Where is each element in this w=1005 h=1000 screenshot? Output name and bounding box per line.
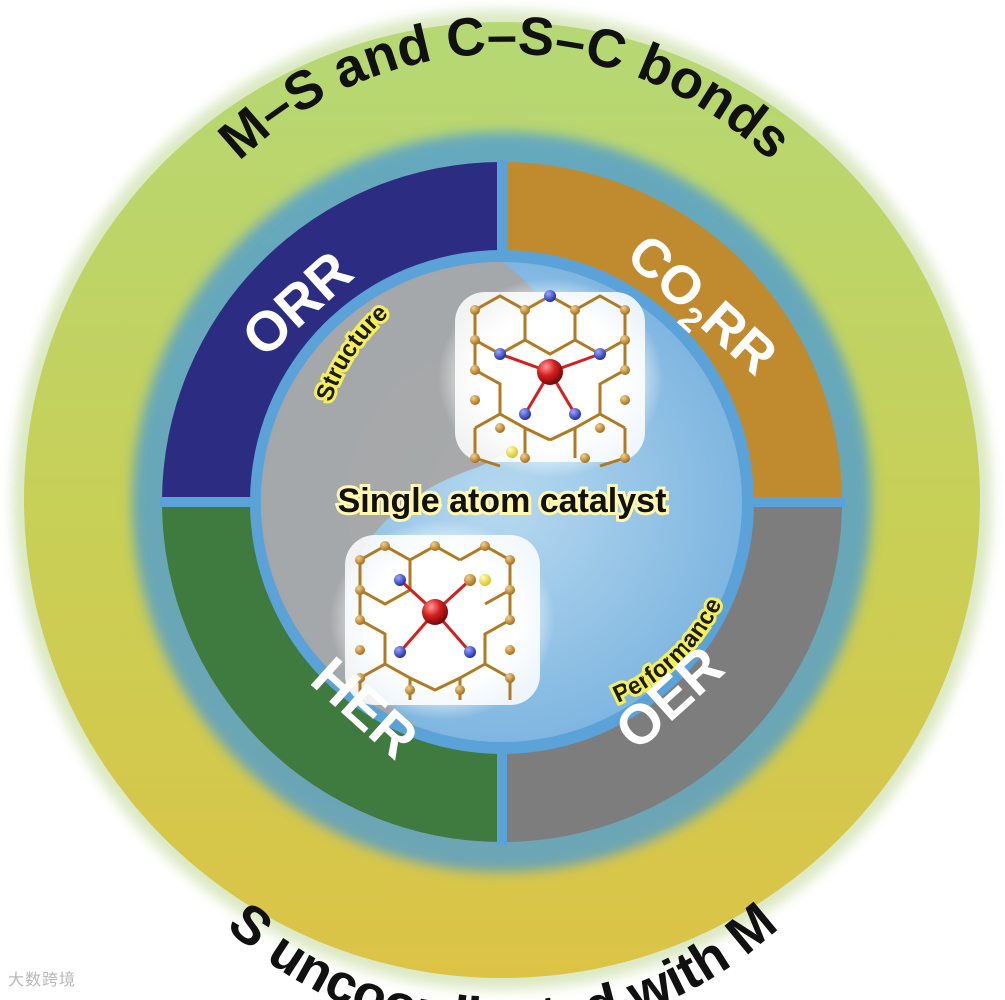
metal-atom-bottom	[422, 599, 448, 625]
top-molecule	[438, 278, 663, 478]
center-title: Single atom catalyst	[338, 482, 667, 520]
sulfur-atom-top	[506, 446, 518, 458]
bottom-molecule	[330, 520, 555, 720]
metal-atom-top	[537, 359, 563, 385]
watermark: 大数跨境	[8, 970, 77, 989]
sulfur-atom-bottom	[479, 574, 491, 586]
bottom-molecule-atoms	[355, 541, 515, 695]
top-molecule-atoms	[470, 290, 630, 463]
